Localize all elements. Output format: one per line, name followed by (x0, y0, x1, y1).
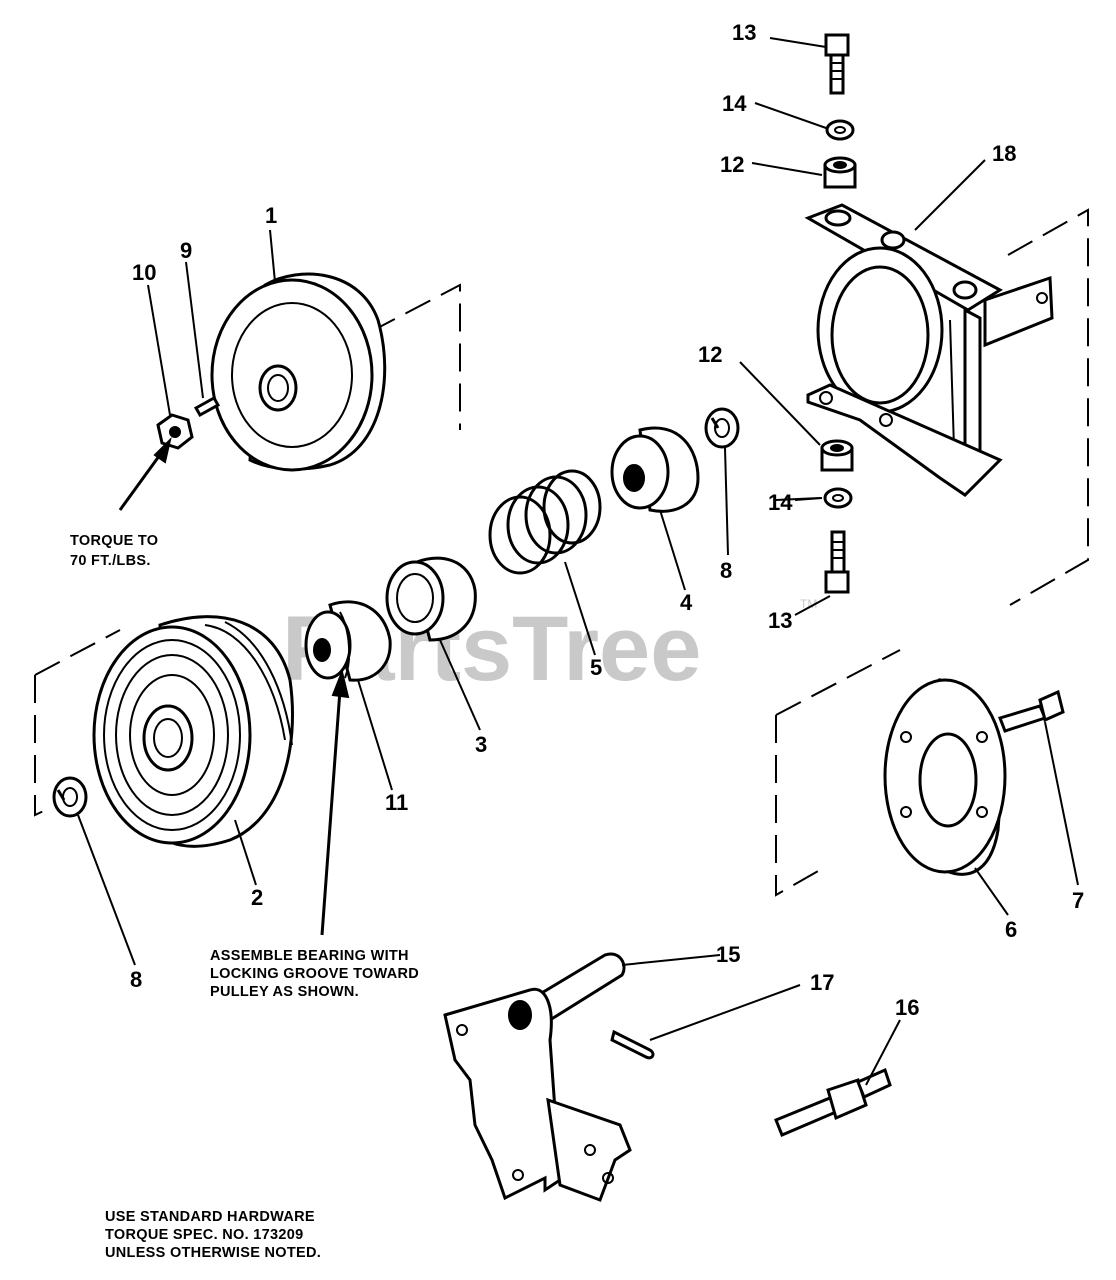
leader-lines (77, 37, 1079, 1086)
part-18-bracket (804, 203, 1054, 497)
part-10-nut (156, 413, 194, 450)
note-hardware-line1: USE STANDARD HARDWARE (105, 1209, 315, 1225)
part-16-stud (774, 1067, 892, 1137)
callout-5: 5 (590, 655, 602, 680)
callout-12-bottom: 12 (698, 342, 722, 367)
callout-3: 3 (475, 732, 487, 757)
callout-8-left: 8 (130, 967, 142, 992)
note-hardware-line2: TORQUE SPEC. NO. 173209 (105, 1227, 303, 1243)
note-bearing-line3: PULLEY AS SHOWN. (210, 984, 359, 1000)
note-torque-line2: 70 FT./LBS. (70, 553, 151, 569)
part-13-bolt-top (824, 33, 850, 95)
part-8-washer-left (52, 776, 88, 818)
part-5-spring (488, 469, 602, 575)
callout-4: 4 (680, 590, 693, 615)
part-7-bolt (998, 689, 1065, 733)
callout-16: 16 (895, 995, 919, 1020)
part-6-flange (883, 678, 1007, 876)
callout-11: 11 (385, 790, 408, 815)
callout-2: 2 (251, 885, 263, 910)
callout-6: 6 (1005, 917, 1017, 942)
part-17-cotter-pin (610, 1029, 655, 1060)
part-2-clutch-pulley (92, 615, 294, 848)
part-12-spacer-bottom (820, 439, 854, 472)
callout-8-right: 8 (720, 558, 732, 583)
callout-1: 1 (265, 203, 277, 228)
callout-18: 18 (992, 141, 1016, 166)
assembly-outline-left (34, 283, 461, 817)
callout-10: 10 (132, 260, 156, 285)
part-14-clip-top (825, 119, 855, 141)
part-1-pulley (210, 272, 387, 472)
callout-15: 15 (716, 942, 740, 967)
note-bearing-line2: LOCKING GROOVE TOWARD (210, 966, 419, 982)
part-11-bearing (304, 600, 392, 682)
part-12-spacer-top (823, 156, 857, 189)
part-15-shaft-bracket (443, 952, 632, 1202)
part-13-bolt-bottom (824, 530, 850, 594)
callout-9: 9 (180, 238, 192, 263)
callout-13-bottom: 13 (768, 608, 792, 633)
part-8-washer-right (704, 407, 740, 449)
note-bearing-line1: ASSEMBLE BEARING WITH (210, 948, 409, 964)
callout-7: 7 (1072, 888, 1084, 913)
callout-14-top: 14 (722, 91, 747, 116)
callout-13-top: 13 (732, 20, 756, 45)
callout-14-bottom: 14 (768, 490, 793, 515)
part-9-key (193, 395, 221, 418)
callout-17: 17 (810, 970, 834, 995)
part-3-collar (385, 556, 477, 642)
assembly-outline-right (775, 208, 1089, 897)
note-hardware-line3: UNLESS OTHERWISE NOTED. (105, 1245, 321, 1261)
watermark-trademark: TM (800, 597, 817, 611)
part-4-bushing (610, 426, 700, 513)
note-torque-line1: TORQUE TO (70, 533, 158, 549)
part-14-clip-bottom (823, 487, 853, 509)
callout-12-top: 12 (720, 152, 744, 177)
